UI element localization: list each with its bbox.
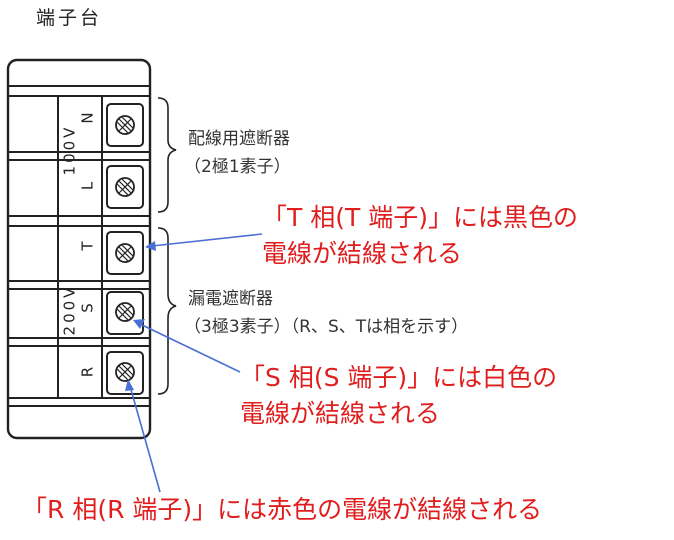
label-t: T [79,241,97,252]
leakage-label-line1: 漏電遮断器 [188,289,273,309]
screw-terminal-l[interactable] [106,165,144,209]
screw-terminal-s[interactable] [106,291,144,335]
terminal-labels: N 100V L T S 200V R [61,112,97,377]
screw-terminal-t[interactable] [106,231,144,275]
diagram-title: 端子台 [36,7,102,29]
callout-s-line2: 電線が結線される [240,399,440,428]
breaker-label-line2: （2極1素子） [184,157,291,177]
callout-t-line1: 「T 相(T 端子)」には黒色の [262,203,578,232]
arrow-s [139,323,241,373]
leakage-label-line2: （3極3素子）（R、S、Tは相を示す） [184,317,468,337]
screw-terminal-n[interactable] [106,103,144,147]
label-s: S [79,303,97,313]
terminal-block-body [6,58,152,440]
screw-terminal-r[interactable] [106,351,144,395]
label-l: L [79,181,97,190]
label-n: N [79,112,97,123]
breaker-label-line1: 配線用遮断器 [188,129,290,149]
terminal-dividers [8,85,150,407]
arrow-r [129,385,161,493]
callout-t-line2: 電線が結線される [262,239,462,268]
callout-arrows [125,233,263,493]
callout-s-line1: 「S 相(S 端子)」には白色の [240,363,557,392]
label-100v: 100V [61,125,79,176]
screw-terminals [106,103,144,395]
arrow-t [151,233,263,247]
label-r: R [79,367,97,377]
brace-breaker [157,97,177,213]
callout-r-line1: 「R 相(R 端子)」には赤色の電線が結線される [22,495,542,524]
brace-leakage [157,227,177,395]
terminal-columns [57,96,103,398]
label-200v: 200V [61,285,79,336]
